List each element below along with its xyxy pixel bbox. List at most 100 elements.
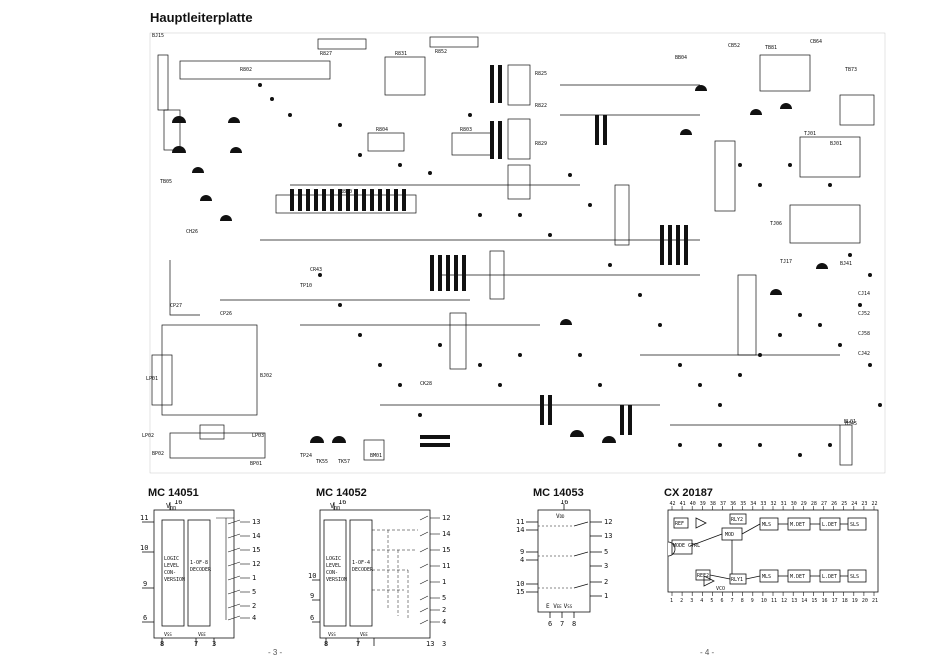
pcb-label: R803 <box>460 127 472 133</box>
pin-label: 1 <box>252 574 256 582</box>
pin-label: 33 <box>760 501 766 507</box>
pin-label: 10 <box>761 598 767 604</box>
pcb-label: CJ14 <box>858 291 870 297</box>
pin-label: 16 <box>560 500 568 506</box>
ic-mc14051-diagram: VDD 16 11 10 9 6 13 14 15 12 1 5 2 4 8 7… <box>140 500 260 648</box>
pin-label: 37 <box>720 501 726 507</box>
pin-label: 35 <box>740 501 746 507</box>
pin-label: VDD <box>330 502 340 512</box>
block-label: REF <box>675 521 684 527</box>
pin-label: 9 <box>310 592 314 600</box>
pin-label: 8 <box>741 598 744 604</box>
pin-label: 1 <box>670 598 673 604</box>
pcb-label: TB73 <box>845 67 857 73</box>
block-label: VCO <box>716 586 725 592</box>
pin-label: 11 <box>140 514 148 522</box>
pin-label: 4 <box>252 614 256 622</box>
pcb-label: TJ06 <box>770 221 782 227</box>
pcb-label: TP24 <box>300 453 312 459</box>
block-label: M.DET <box>790 522 805 528</box>
pin-label: 40 <box>690 501 696 507</box>
pin-label: 4 <box>520 556 524 564</box>
pin-label: 2 <box>252 602 256 610</box>
pin-label: 1 <box>604 592 608 600</box>
pin-label: 16 <box>822 598 828 604</box>
pcb-label: TJ17 <box>780 259 792 265</box>
block-label: RLY2 <box>731 517 743 523</box>
pin-label: 18 <box>842 598 848 604</box>
pcb-label: CH26 <box>186 229 198 235</box>
pcb-label: CJ52 <box>858 311 870 317</box>
pin-label: 15 <box>811 598 817 604</box>
pin-label: 14 <box>516 526 524 534</box>
ic-mc14052-diagram: VDD 16 10 9 6 12 14 15 11 1 5 2 4 8 7 13… <box>308 500 450 648</box>
pcb-label: R827 <box>320 51 332 57</box>
pin-label: 8 <box>572 620 576 628</box>
block-label: SLS <box>850 522 859 528</box>
block-label: CON- <box>164 570 176 576</box>
pin-label: 25 <box>841 501 847 507</box>
block-label: DECODER <box>190 567 212 573</box>
pcb-label: CP27 <box>170 303 182 309</box>
pcb-label: TB81 <box>765 45 777 51</box>
pin-label: 11 <box>771 598 777 604</box>
pin-label: 6 <box>548 620 552 628</box>
pcb-label: CJ42 <box>858 351 870 357</box>
pcb-label: R825 <box>535 71 547 77</box>
pin-label: 3 <box>604 562 608 570</box>
pcb-label: LP01 <box>146 376 158 382</box>
pin-label: 7 <box>560 620 564 628</box>
ic-cx20187-diagram: REF MODE CTRL MOD RLY2 MLS M.DET L.DET S… <box>667 501 879 604</box>
block-label: REF2 <box>697 573 709 579</box>
pin-label: 2 <box>680 598 683 604</box>
resistor-r827 <box>317 38 367 50</box>
pcb-label: R822 <box>535 103 547 109</box>
ic-title-mc14051: MC 14051 <box>148 487 199 499</box>
pin-label: 5 <box>710 598 713 604</box>
block-label: DECODER <box>352 567 374 573</box>
pin-label: 10 <box>516 580 524 588</box>
pcb-label: BJ15 <box>152 33 164 39</box>
pin-label: 1 <box>442 578 446 586</box>
pin-label: VEE <box>198 632 206 638</box>
pin-label: 13 <box>252 518 260 526</box>
pcb-label: CR43 <box>310 267 322 273</box>
pin-label: 3 <box>442 640 446 648</box>
block-label: L.DET <box>822 574 837 580</box>
pin-label: 9 <box>751 598 754 604</box>
block-label: LEVEL <box>326 563 341 569</box>
pcb-label: TJ01 <box>804 131 816 137</box>
pin-label: 23 <box>861 501 867 507</box>
block-label: SLS <box>850 574 859 580</box>
pcb-label: CJ58 <box>858 331 870 337</box>
block-label: MLS <box>762 522 771 528</box>
pin-label: 7 <box>731 598 734 604</box>
block-label: 1-OF-8 <box>190 560 208 566</box>
pin-label: 28 <box>811 501 817 507</box>
pin-label: 11 <box>442 562 450 570</box>
pin-label: 22 <box>872 501 878 507</box>
pin-label: 11 <box>516 518 524 526</box>
pin-label: 9 <box>520 548 524 556</box>
pin-label: 2 <box>604 578 608 586</box>
pcb-label: LP03 <box>252 433 264 439</box>
ic-title-mc14052: MC 14052 <box>316 487 367 499</box>
pcb-label: CB64 <box>810 39 822 45</box>
ic-mc14053-diagram: 16 VDD 11 14 9 4 10 15 12 13 5 3 2 1 E V… <box>516 500 612 628</box>
pin-label: VEE <box>360 632 368 638</box>
block-label: VERSION <box>326 577 347 583</box>
pin-label: 15 <box>252 546 260 554</box>
block-label: MLS <box>762 574 771 580</box>
pin-label: 5 <box>252 588 256 596</box>
pin-label: 29 <box>801 501 807 507</box>
pin-label: 19 <box>852 598 858 604</box>
pcb-label: CB52 <box>728 43 740 49</box>
block-label: LOGIC <box>326 556 341 562</box>
pcb-label: R810 <box>340 189 352 195</box>
pin-label: 16 <box>338 500 346 506</box>
pin-label: 21 <box>872 598 878 604</box>
ic-title-mc14053: MC 14053 <box>533 487 584 499</box>
pin-label: 30 <box>791 501 797 507</box>
pin-label: VSS <box>164 632 172 638</box>
